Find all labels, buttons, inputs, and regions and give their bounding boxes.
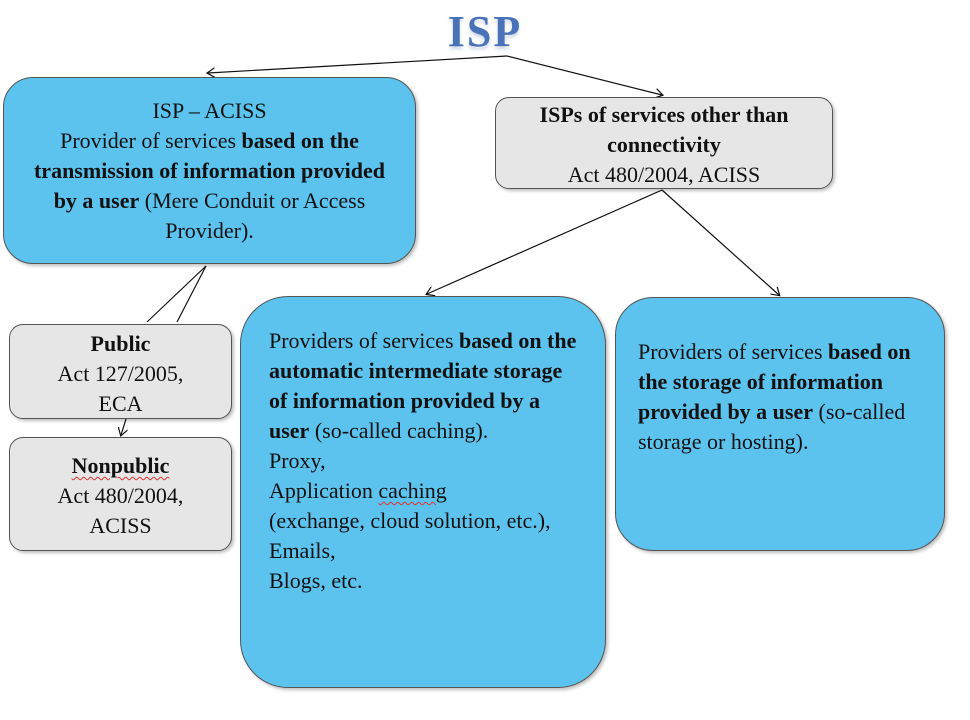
isp-aciss-tail: (Mere Conduit or Access Provider). xyxy=(139,188,366,243)
caching-word-spellcheck: caching xyxy=(378,478,447,503)
diagram-title: ISP xyxy=(447,7,523,56)
edge-aciss-to-public-2 xyxy=(176,265,207,323)
edge-public-to-nonpublic xyxy=(121,418,126,435)
caching-item-proxy: Proxy, xyxy=(269,448,326,473)
edge-other-to-caching xyxy=(427,189,663,294)
public-heading: Public xyxy=(90,331,151,356)
other-isps-heading: ISPs of services other than connectivity xyxy=(539,102,789,157)
other-isps-box: ISPs of services other than connectivity… xyxy=(495,97,833,189)
caching-item-emails: Emails, xyxy=(269,538,336,563)
caching-item-exchange: (exchange, cloud solution, etc.), xyxy=(269,508,551,533)
edge-other-to-hosting xyxy=(661,189,779,295)
isp-aciss-text: Provider of services xyxy=(60,128,242,153)
public-box: Public Act 127/2005, ECA xyxy=(9,324,232,419)
caching-text: Providers of services xyxy=(269,328,460,353)
edge-isp-to-aciss xyxy=(208,55,508,73)
caching-item-blogs: Blogs, etc. xyxy=(269,568,363,593)
caching-item-application: Application caching xyxy=(269,478,447,503)
nonpublic-heading: Nonpublic xyxy=(71,453,170,478)
isp-aciss-heading: ISP – ACISS xyxy=(152,98,267,123)
isp-aciss-bold: based on the transmission of information… xyxy=(33,128,385,213)
public-act: Act 127/2005, ECA xyxy=(57,361,184,416)
edge-aciss-to-public-1 xyxy=(146,265,207,323)
isp-aciss-box: ISP – ACISS Provider of services based o… xyxy=(3,77,416,264)
caching-tail: (so-called caching). xyxy=(309,418,489,443)
hosting-tail: (so-called storage or hosting). xyxy=(638,399,906,454)
caching-bold: based on the automatic intermediate stor… xyxy=(269,328,577,443)
hosting-text: Providers of services xyxy=(638,339,829,364)
edge-isp-to-other xyxy=(506,55,662,95)
other-isps-act: Act 480/2004, ACISS xyxy=(567,162,761,187)
nonpublic-box: Nonpublic Act 480/2004, ACISS xyxy=(9,437,232,551)
hosting-bold: based on the storage of information prov… xyxy=(638,339,911,424)
hosting-box: Providers of services based on the stora… xyxy=(615,297,945,551)
caching-box: Providers of services based on the autom… xyxy=(240,296,606,688)
nonpublic-act: Act 480/2004, ACISS xyxy=(57,483,184,538)
